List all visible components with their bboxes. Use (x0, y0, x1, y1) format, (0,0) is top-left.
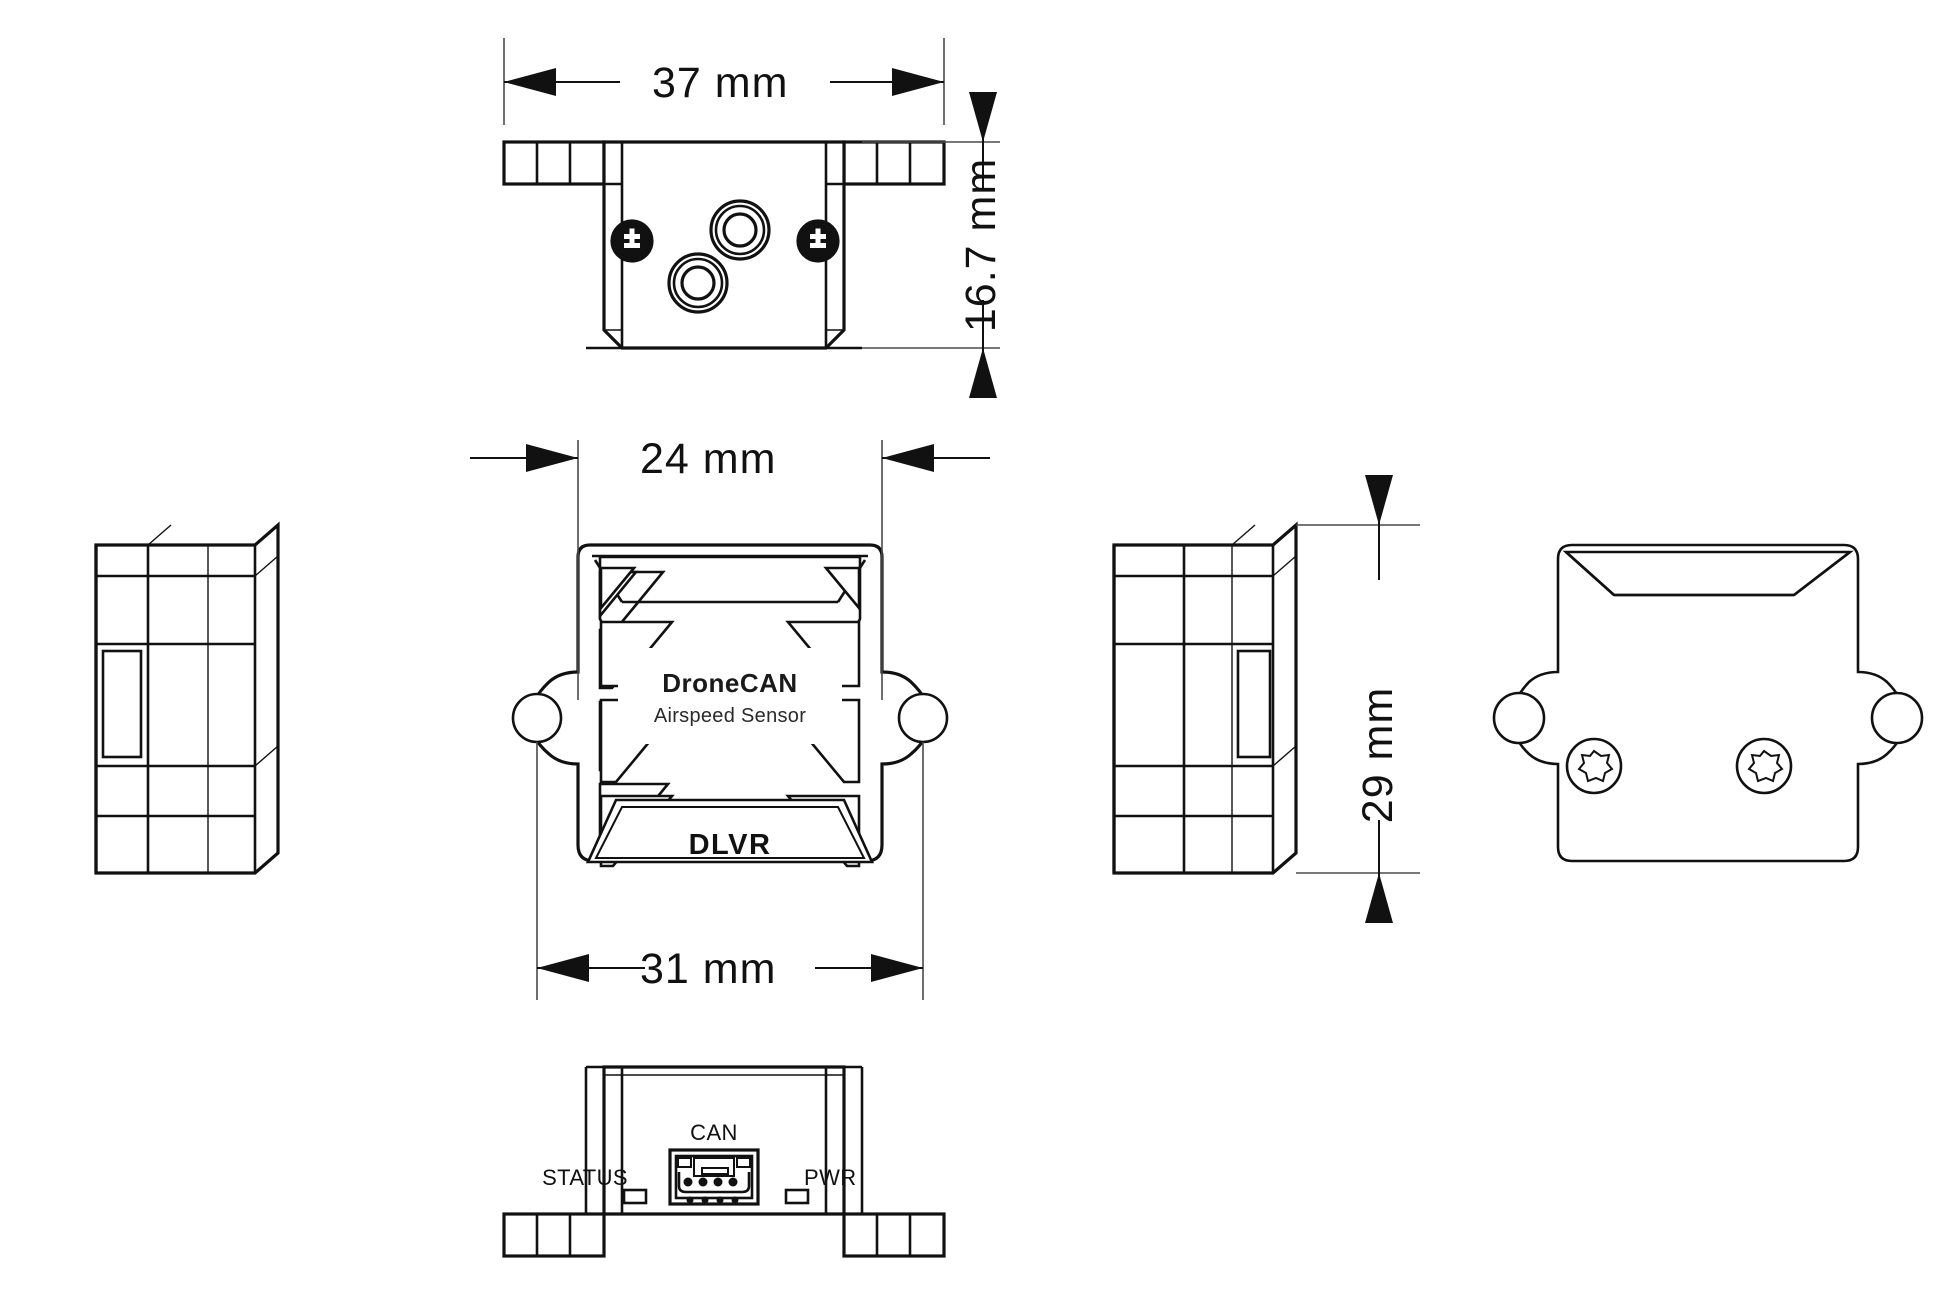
dimension-label-16-7mm: 16.7 mm (957, 158, 1005, 332)
mounting-hole-left (511, 692, 563, 744)
can-connector (668, 1148, 760, 1206)
brand-subtitle: Airspeed Sensor (654, 705, 806, 727)
pressure-port-lower (667, 252, 729, 314)
left-side-view (94, 521, 280, 875)
screw-phillips-right (796, 219, 840, 263)
dimension-24mm (470, 440, 990, 700)
dimension-37mm (503, 38, 945, 125)
right-side-view (1112, 521, 1298, 875)
dimension-29mm (1296, 475, 1420, 923)
screw-torx-right (1735, 737, 1793, 795)
top-view (502, 140, 946, 350)
status-led-label: STATUS (542, 1165, 628, 1190)
screw-torx-left (1565, 737, 1623, 795)
bottom-view (502, 1065, 946, 1258)
dlvr-label: DLVR (689, 829, 772, 861)
brand-label: DroneCAN (662, 668, 797, 698)
power-led-label: PWR (804, 1165, 857, 1190)
dimension-16-7mm (862, 92, 1000, 398)
front-view: DroneCAN Airspeed Sensor DLVR (511, 543, 949, 868)
dimension-label-31mm: 31 mm (640, 945, 776, 993)
rear-view (1492, 543, 1924, 863)
can-port-label: CAN (690, 1120, 738, 1145)
rear-mounting-hole-left (1492, 691, 1546, 745)
rear-mounting-hole-right (1870, 691, 1924, 745)
dimension-label-37mm: 37 mm (652, 59, 788, 107)
pressure-port-upper (709, 199, 771, 261)
dlvr-plate (585, 798, 875, 864)
status-led-pad (622, 1188, 648, 1205)
dimension-31mm (536, 742, 924, 1000)
dimension-label-24mm: 24 mm (640, 435, 776, 483)
dimension-label-29mm: 29 mm (1354, 687, 1402, 823)
mounting-hole-right (897, 692, 949, 744)
screw-phillips-left (610, 219, 654, 263)
power-led-pad (784, 1188, 810, 1205)
